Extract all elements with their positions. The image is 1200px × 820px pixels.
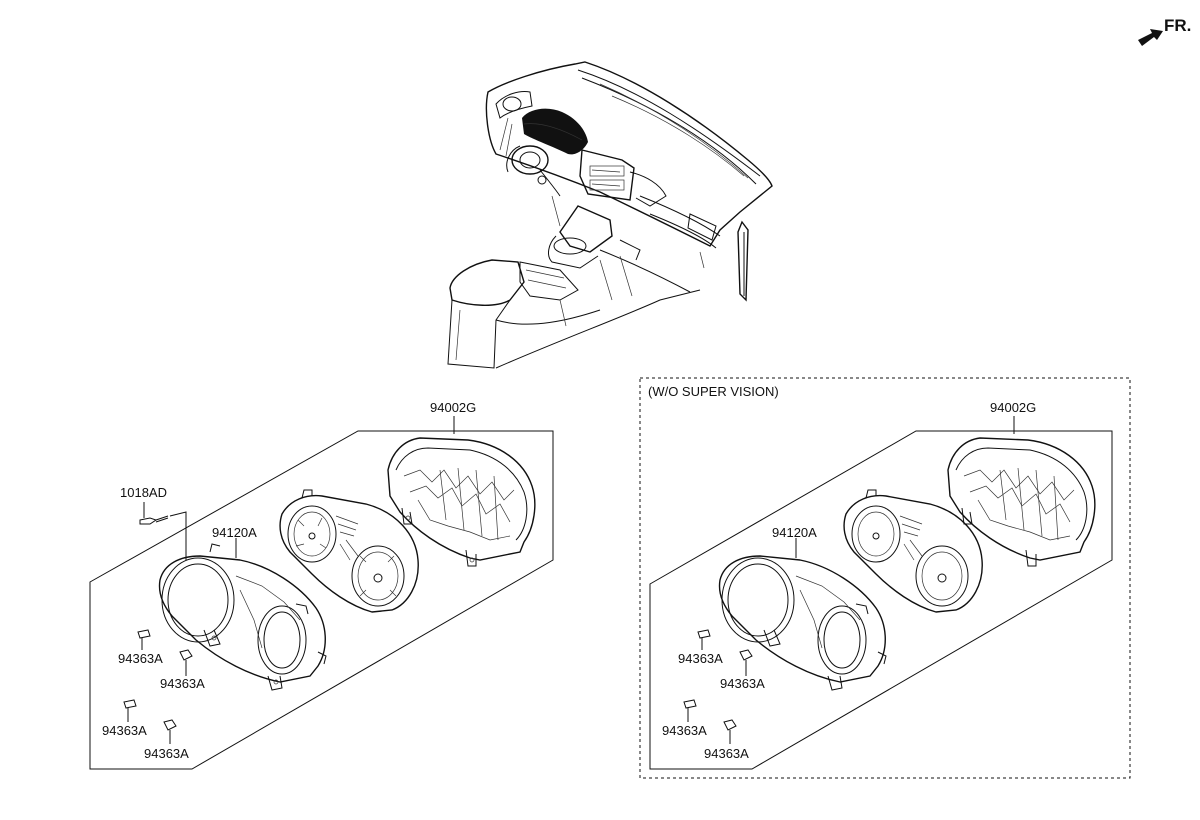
panel-without-super-vision: (W/O SUPER VISION) 94002G [639,377,1131,779]
gauge-face-icon [843,489,983,613]
gauge-face-icon [279,489,419,613]
bulb-icon [123,629,193,731]
housing-label: 94120A [772,525,817,540]
cluster-housing-icon [158,543,327,691]
cluster-assembly-label: 94002G [430,400,476,415]
bulb-label-4: 94363A [704,746,749,761]
bulb-label-2: 94363A [720,676,765,691]
bulb-label-1: 94363A [678,651,723,666]
panel-frame [89,430,554,770]
cluster-housing-icon [718,555,887,691]
front-direction-marker: FR. [1138,16,1191,46]
dashed-frame [639,377,1131,779]
instrument-cluster-icon [387,437,536,567]
panel-frame [649,430,1113,770]
front-direction-label: FR. [1164,16,1191,35]
bulb-label-4: 94363A [144,746,189,761]
bulb-label-3: 94363A [102,723,147,738]
screw-icon [139,515,169,525]
bulb-label-1: 94363A [118,651,163,666]
dashboard-illustration-icon [447,61,773,369]
bulb-icon [683,629,753,731]
instrument-cluster-icon [947,437,1096,567]
bulb-label-3: 94363A [662,723,707,738]
bulb-label-2: 94363A [160,676,205,691]
panel-title: (W/O SUPER VISION) [648,384,779,399]
cluster-highlight-icon [522,108,588,155]
panel-with-super-vision: 94002G [89,400,554,770]
housing-label: 94120A [212,525,257,540]
front-direction-arrow-icon [1138,29,1163,46]
cluster-assembly-label: 94002G [990,400,1036,415]
screw-label: 1018AD [120,485,167,500]
